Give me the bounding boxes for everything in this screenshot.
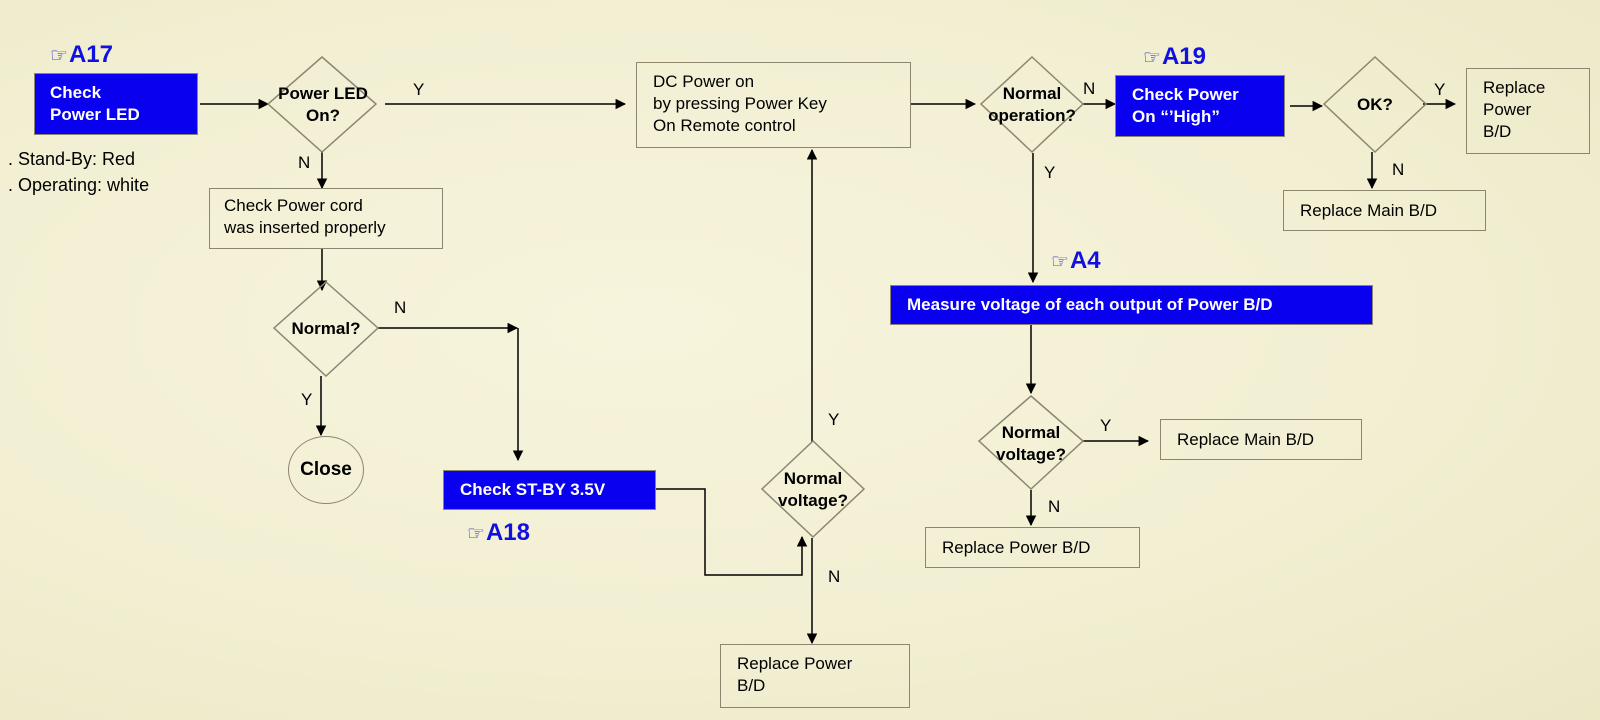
reference-label: A17 — [68, 41, 113, 68]
pointing-hand-icon: ☞ — [1143, 47, 1161, 69]
node-label: Replace Main B/D — [1300, 201, 1438, 220]
node-line: was inserted properly — [224, 218, 386, 237]
edge-label-led-no: N — [298, 153, 311, 172]
node-label: Replace Power B/D — [942, 538, 1091, 557]
led-notes: . Stand-By: Red . Operating: white — [8, 146, 149, 198]
node-line: Power — [1483, 100, 1532, 119]
pointing-hand-icon: ☞ — [50, 45, 68, 67]
node-line: Check Power cord — [224, 196, 363, 215]
edge-label-operation-yes: Y — [1044, 163, 1056, 182]
process-check-stby: Check ST-BY 3.5V — [443, 470, 656, 510]
pointing-hand-icon: ☞ — [1051, 251, 1069, 273]
note-standby: . Stand-By: Red — [8, 149, 136, 169]
process-dc-power-on: DC Power on by pressing Power Key On Rem… — [636, 62, 911, 148]
reference-label: A4 — [1069, 247, 1101, 274]
node-line: DC Power on — [653, 72, 755, 91]
decision-ok-diamond — [1322, 55, 1428, 154]
decision-voltage-right-diamond — [977, 395, 1085, 491]
decision-power-led-text: Power LED On? — [278, 83, 368, 127]
node-label: Check ST-BY 3.5V — [460, 480, 606, 499]
decision-operation-diamond — [979, 55, 1085, 154]
node-line: On “’High” — [1132, 107, 1220, 126]
edge-label-voltage-left-no: N — [828, 567, 841, 586]
node-line: B/D — [737, 676, 766, 695]
process-replace-main-top: Replace Main B/D — [1283, 190, 1486, 231]
node-line: Check — [50, 83, 102, 102]
node-line: Replace Power — [737, 654, 853, 673]
node-line: operation? — [988, 106, 1076, 125]
node-line: Normal — [1002, 84, 1062, 103]
process-replace-main-right: Replace Main B/D — [1160, 419, 1362, 460]
node-line: Replace — [1483, 78, 1546, 97]
node-line: Normal — [1001, 423, 1061, 442]
process-check-power-led: Check Power LED — [34, 73, 198, 135]
node-line: OK? — [1357, 95, 1393, 114]
decision-normal-diamond — [272, 280, 380, 378]
reference-label: A19 — [1161, 43, 1206, 70]
node-line: voltage? — [778, 491, 848, 510]
node-line: Power LED — [278, 84, 368, 103]
process-check-power-cord: Check Power cord was inserted properly — [209, 188, 443, 249]
node-line: Check Power — [1132, 85, 1239, 104]
decision-operation-text: Normal operation? — [988, 83, 1076, 127]
process-replace-power-right: Replace Power B/D — [1466, 68, 1590, 154]
decision-ok-text: OK? — [1357, 94, 1393, 116]
edge-label-normal-no: N — [394, 298, 407, 317]
edge-label-ok-no: N — [1392, 160, 1405, 179]
reference-a17[interactable]: ☞A17 — [50, 42, 113, 69]
node-line: On Remote control — [653, 116, 796, 135]
node-line: Normal — [783, 469, 843, 488]
node-line: Normal? — [291, 319, 361, 338]
process-measure-voltage: Measure voltage of each output of Power … — [890, 285, 1373, 325]
edge-label-normal-yes: Y — [301, 390, 313, 409]
edge-label-voltage-left-yes: Y — [828, 410, 840, 429]
node-line: B/D — [1483, 122, 1512, 141]
decision-voltage-left-diamond — [760, 439, 866, 539]
node-line: On? — [306, 106, 340, 125]
decision-normal-text: Normal? — [292, 318, 361, 340]
reference-a18[interactable]: ☞A18 — [467, 520, 530, 547]
decision-power-led-diamond — [266, 56, 378, 154]
edge-label-voltage-right-no: N — [1048, 497, 1061, 516]
terminal-label: Close — [300, 459, 352, 480]
node-label: Replace Main B/D — [1177, 430, 1315, 449]
edge-label-ok-yes: Y — [1434, 80, 1446, 99]
reference-label: A18 — [485, 519, 530, 546]
node-label: Measure voltage of each output of Power … — [907, 295, 1273, 314]
decision-voltage-right-text: Normal voltage? — [996, 422, 1066, 466]
terminal-close: Close — [288, 436, 364, 504]
pointing-hand-icon: ☞ — [467, 523, 485, 545]
node-line: voltage? — [996, 445, 1066, 464]
reference-a19[interactable]: ☞A19 — [1143, 44, 1206, 71]
decision-voltage-left-text: Normal voltage? — [778, 468, 848, 512]
process-replace-power-mid: Replace Power B/D — [925, 527, 1140, 568]
edge-label-operation-no: N — [1083, 79, 1096, 98]
note-operating: . Operating: white — [8, 175, 150, 195]
edge-label-led-yes: Y — [413, 80, 425, 99]
edge-label-voltage-right-yes: Y — [1100, 416, 1112, 435]
arrow-stby-to-voltage — [655, 488, 808, 576]
process-check-power-high: Check Power On “’High” — [1115, 75, 1285, 137]
node-line: by pressing Power Key — [653, 94, 827, 113]
reference-a4[interactable]: ☞A4 — [1051, 248, 1101, 275]
process-replace-power-bottom: Replace Power B/D — [720, 644, 910, 708]
node-line: Power LED — [50, 105, 140, 124]
